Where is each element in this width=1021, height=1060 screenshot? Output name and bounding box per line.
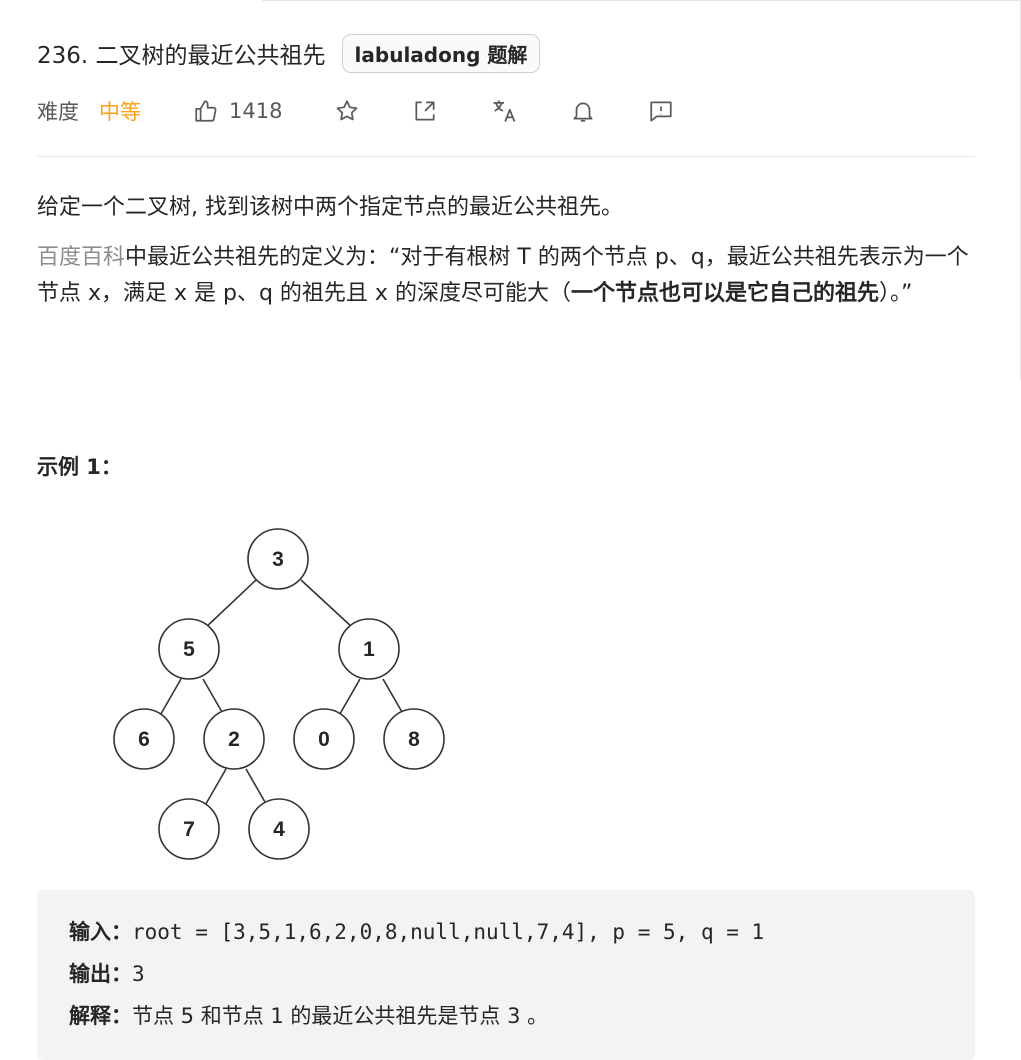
tree-node-label: 2	[228, 728, 240, 751]
problem-description: 给定一个二叉树, 找到该树中两个指定节点的最近公共祖先。 百度百科中最近公共祖先…	[37, 190, 975, 326]
explain-line: 解释：节点 5 和节点 1 的最近公共祖先是节点 3 。	[69, 1000, 548, 1030]
tree-node-label: 7	[183, 818, 195, 841]
subscribe-button[interactable]	[570, 98, 596, 124]
definition-end: ）。”	[878, 281, 913, 306]
divider	[37, 156, 975, 157]
tree-node-label: 0	[318, 728, 330, 751]
example-code-block: 输入：root = [3,5,1,6,2,0,8,null,null,7,4],…	[37, 890, 975, 1060]
share-icon	[415, 101, 435, 121]
definition-bold: 一个节点也可以是它自己的祖先	[570, 281, 879, 306]
star-icon	[337, 100, 358, 121]
meta-row: 难度 中等 1418	[37, 92, 674, 130]
output-label: 输出：	[69, 962, 132, 986]
tree-node-circle	[383, 708, 445, 770]
difficulty-label: 难度	[37, 100, 79, 124]
tree-node-circle	[293, 708, 355, 770]
tree-node-circle	[248, 798, 310, 860]
output-line: 输出：3	[69, 958, 145, 988]
tree-node-circle	[247, 528, 309, 590]
solution-badge[interactable]: labuladong 题解	[341, 33, 541, 73]
tree-node-label: 3	[272, 548, 284, 571]
input-value: root = [3,5,1,6,2,0,8,null,null,7,4], p …	[132, 920, 765, 944]
description-paragraph: 给定一个二叉树, 找到该树中两个指定节点的最近公共祖先。	[37, 195, 623, 220]
top-border	[262, 0, 1021, 1]
favorite-button[interactable]	[334, 98, 360, 124]
tree-node-circle	[113, 708, 175, 770]
tree-node-label: 1	[363, 638, 375, 661]
share-button[interactable]	[412, 98, 438, 124]
feedback-icon	[650, 101, 673, 122]
definition-paragraph: 百度百科中最近公共祖先的定义为：“对于有根树 T 的两个节点 p、q，最近公共祖…	[37, 240, 975, 312]
baike-link[interactable]: 百度百科	[37, 245, 126, 270]
output-value: 3	[132, 962, 145, 986]
difficulty-value: 中等	[99, 100, 141, 124]
tree-node-label: 4	[273, 818, 285, 841]
tree-node-label: 6	[138, 728, 150, 751]
tree-node-circle	[203, 708, 265, 770]
like-button[interactable]: 1418	[193, 98, 282, 124]
input-line: 输入：root = [3,5,1,6,2,0,8,null,null,7,4],…	[69, 916, 764, 946]
translate-button[interactable]	[490, 97, 518, 125]
problem-title: 236. 二叉树的最近公共祖先	[37, 43, 326, 69]
tree-node-circle	[158, 618, 220, 680]
translate-icon	[493, 100, 516, 122]
thumbs-up-icon	[195, 100, 217, 122]
binary-tree-diagram: 3 5 1 6 2 0 8 7 4	[113, 528, 445, 860]
explain-value: 节点 5 和节点 1 的最近公共祖先是节点 3 。	[132, 1004, 549, 1028]
definition-text: 中最近公共祖先的定义为：“对于有根树 T 的两个节点 p、q，最近公共祖先表示为…	[37, 245, 969, 306]
title-row: 236. 二叉树的最近公共祖先 labuladong 题解	[37, 33, 541, 73]
tree-node-label: 8	[408, 728, 420, 751]
tree-node-circle	[158, 798, 220, 860]
bell-icon	[573, 102, 593, 122]
tree-node-label: 5	[183, 638, 195, 661]
explain-label: 解释：	[69, 1004, 132, 1028]
example-title: 示例 1：	[37, 455, 122, 479]
like-count: 1418	[229, 99, 283, 123]
tree-node-circle	[338, 618, 400, 680]
feedback-button[interactable]	[648, 98, 674, 124]
input-label: 输入：	[69, 920, 132, 944]
